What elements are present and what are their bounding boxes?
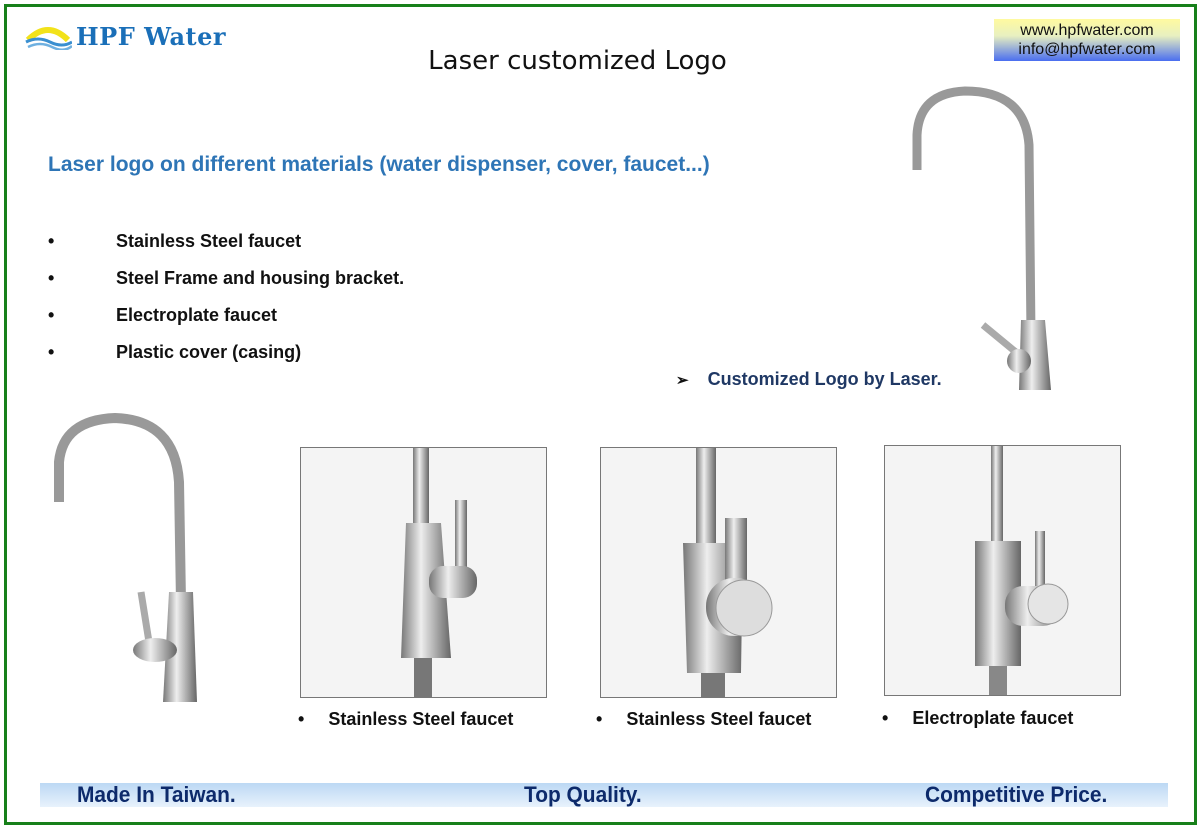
stainless-faucet-photo-2 — [600, 447, 837, 698]
page-frame — [4, 4, 1197, 825]
faucet-image-left — [54, 412, 197, 702]
customized-logo-note: ➢ Customized Logo by Laser. — [676, 369, 942, 389]
wave-sun-icon — [25, 26, 72, 50]
caption-1: •Stainless Steel faucet — [298, 709, 514, 729]
page-title: Laser customized Logo — [428, 46, 727, 76]
stainless-faucet-photo-1 — [300, 447, 547, 698]
brand-name: HPF Water — [76, 22, 227, 51]
website-link[interactable]: www.hpfwater.com — [1020, 22, 1154, 39]
caption-2: •Stainless Steel faucet — [596, 709, 812, 729]
contact-box: www.hpfwater.com info@hpfwater.com — [994, 19, 1180, 61]
subtitle: Laser logo on different materials (water… — [48, 153, 710, 176]
footer-banner: Made In Taiwan. Top Quality. Competitive… — [40, 782, 1168, 807]
arrow-bullet-icon: ➢ — [676, 372, 689, 389]
footer-competitive-price: Competitive Price. — [925, 782, 1108, 807]
email-link[interactable]: info@hpfwater.com — [1018, 41, 1156, 58]
faucet-image-top — [912, 86, 1051, 390]
footer-made-in-taiwan: Made In Taiwan. — [77, 782, 236, 807]
brand-logo: HPF Water — [24, 22, 226, 51]
electroplate-faucet-photo — [884, 445, 1121, 696]
caption-3: •Electroplate faucet — [882, 708, 1074, 728]
footer-top-quality: Top Quality. — [524, 782, 642, 807]
